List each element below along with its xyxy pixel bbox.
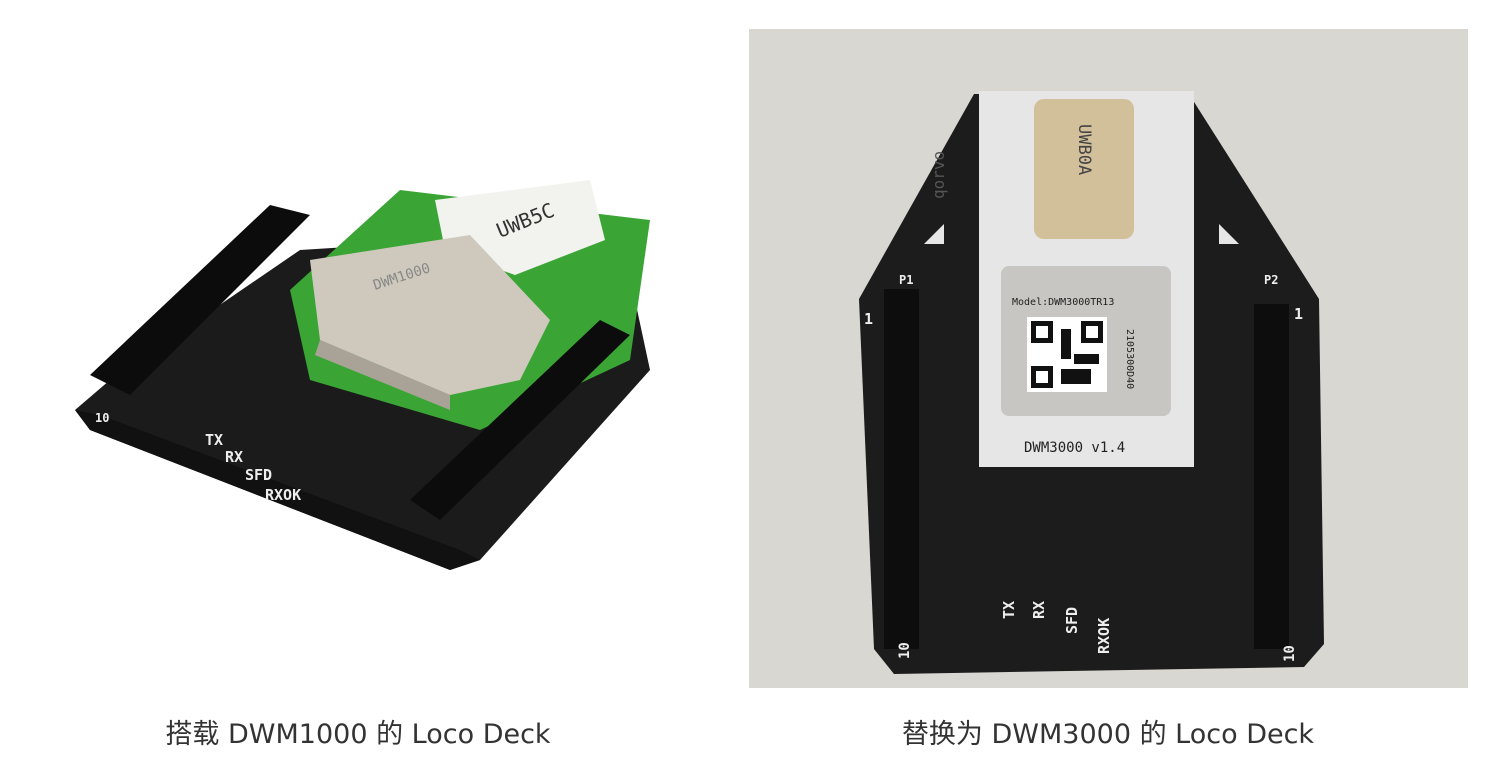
board-labels: 1 1 10 10 P1 P2 TX RX SFD RXOK [864,273,1303,662]
svg-text:P1: P1 [899,273,913,287]
svg-text:RXOK: RXOK [265,486,301,504]
svg-text:P2: P2 [1264,273,1278,287]
antenna-text: UWB0A [1074,124,1094,175]
dwm1000-module: DWM1000 [310,235,550,410]
caption-left: 搭载 DWM1000 的 Loco Deck [165,719,551,750]
caption-right: 替换为 DWM3000 的 Loco Deck [901,719,1315,750]
svg-text:SFD: SFD [245,466,272,484]
pin-header-right [1254,304,1289,649]
svg-text:TX: TX [1000,601,1018,619]
photo-dwm1000-loco-deck: UWB5C DWM1000 TX RX SFD RXOK 10 [60,140,660,590]
svg-text:RXOK: RXOK [1095,618,1113,654]
svg-text:10: 10 [95,411,109,425]
svg-text:TX: TX [205,431,223,449]
svg-text:RX: RX [1030,601,1048,619]
led-labels: TX RX SFD RXOK 10 [95,411,301,504]
model-text: Model:DWM3000TR13 [1012,297,1114,308]
svg-text:SFD: SFD [1063,607,1081,634]
svg-text:1: 1 [1294,305,1303,323]
qr-code [1027,317,1107,392]
pin-header-left [90,205,310,395]
photo-dwm3000-loco-deck: UWB0A qorvo Model:DWM3000TR13 2105300D40… [749,29,1468,688]
svg-text:10: 10 [897,642,913,659]
svg-text:1: 1 [864,310,873,328]
serial-text: 2105300D40 [1124,329,1135,389]
brand-text: qorvo [929,151,948,199]
antenna-chip [1034,99,1134,239]
svg-text:10: 10 [1282,645,1298,662]
pin-header-right [410,320,630,520]
pin-header-left [884,289,919,649]
version-text: DWM3000 v1.4 [1024,440,1125,456]
svg-text:RX: RX [225,448,243,466]
